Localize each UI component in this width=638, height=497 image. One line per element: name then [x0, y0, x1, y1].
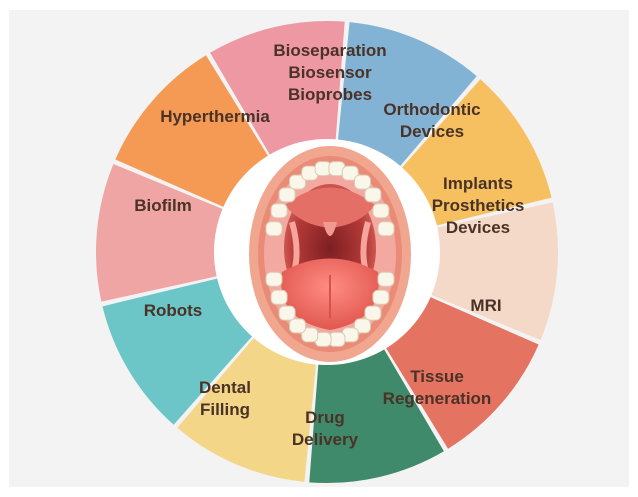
tooth-icon [378, 222, 394, 236]
segment-label-bioseparation: Bioseparation [273, 41, 386, 60]
segment-label-dental-filling: Dental [199, 378, 251, 397]
segment-label-dental-filling: Filling [200, 400, 250, 419]
segment-label-hyperthermia: Hyperthermia [160, 107, 270, 126]
tooth-icon [289, 319, 305, 333]
tooth-icon [365, 306, 381, 320]
segment-label-orthodontic: Orthodontic [383, 100, 480, 119]
tooth-icon [271, 204, 287, 218]
tooth-icon [373, 204, 389, 218]
segment-label-tissue-regeneration: Regeneration [383, 389, 492, 408]
segment-label-drug-delivery: Delivery [292, 430, 359, 449]
tooth-icon [355, 175, 371, 189]
segment-label-drug-delivery: Drug [305, 408, 345, 427]
segment-label-implants: Devices [446, 218, 510, 237]
segment-label-robots: Robots [144, 301, 203, 320]
open-mouth-teeth-icon [249, 146, 411, 362]
segment-label-bioseparation: Bioprobes [288, 85, 372, 104]
tooth-icon [279, 188, 295, 202]
segment-label-implants: Prosthetics [432, 196, 525, 215]
segment-label-bioseparation: Biosensor [288, 63, 372, 82]
tooth-icon [365, 188, 381, 202]
tooth-icon [373, 290, 389, 304]
tooth-icon [266, 272, 282, 286]
tooth-icon [271, 290, 287, 304]
tooth-icon [378, 272, 394, 286]
segment-label-implants: Implants [443, 174, 513, 193]
segment-label-tissue-regeneration: Tissue [410, 367, 464, 386]
segment-label-orthodontic: Devices [400, 122, 464, 141]
tooth-icon [266, 222, 282, 236]
segment-label-biofilm: Biofilm [134, 196, 192, 215]
segment-label-mri: MRI [470, 296, 501, 315]
tooth-icon [279, 306, 295, 320]
